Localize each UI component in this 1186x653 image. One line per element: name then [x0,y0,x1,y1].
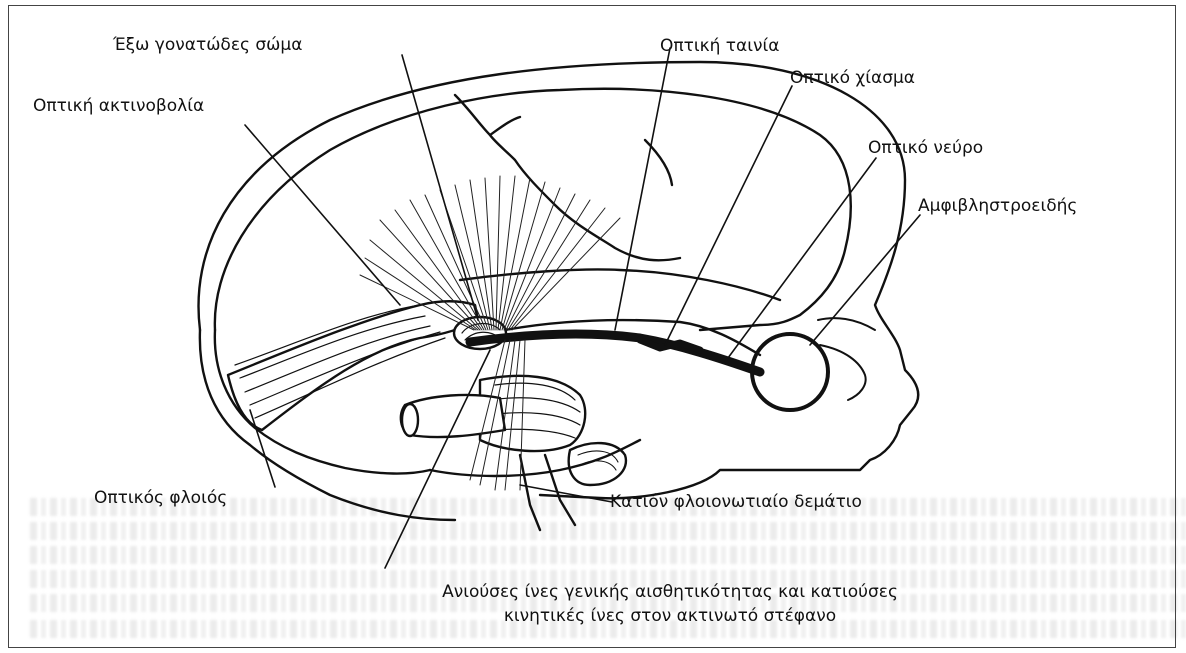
label-optic-nerve: Οπτικό νεύρο [868,138,983,158]
leader-lines [245,48,920,568]
label-visual-cortex: Οπτικός φλοιός [94,488,227,508]
label-optic-chiasm: Οπτικό χίασμα [790,68,915,88]
brain-outline [215,89,851,330]
label-optic-radiation: Οπτική ακτινοβολία [33,96,204,116]
cerebellum [569,443,626,485]
label-ascending-fibers-line1: Ανιούσες ίνες γενικής αισθητικότητας και… [355,582,985,602]
sulcus-2 [490,117,520,135]
label-retina: Αμφιβληστροειδής [918,196,1077,216]
sulcus-3 [645,140,672,185]
label-lateral-geniculate-body: Έξω γονατώδες σώμα [113,35,302,55]
label-ascending-fibers-line2: κινητικές ίνες στον ακτινωτό στέφανο [355,606,985,626]
label-corticospinal-tract: Κατιόν φλοιονωτιαίο δεμάτιο [610,492,862,512]
sulcus-4 [460,269,780,300]
label-optic-tract: Οπτική ταινία [660,36,779,56]
